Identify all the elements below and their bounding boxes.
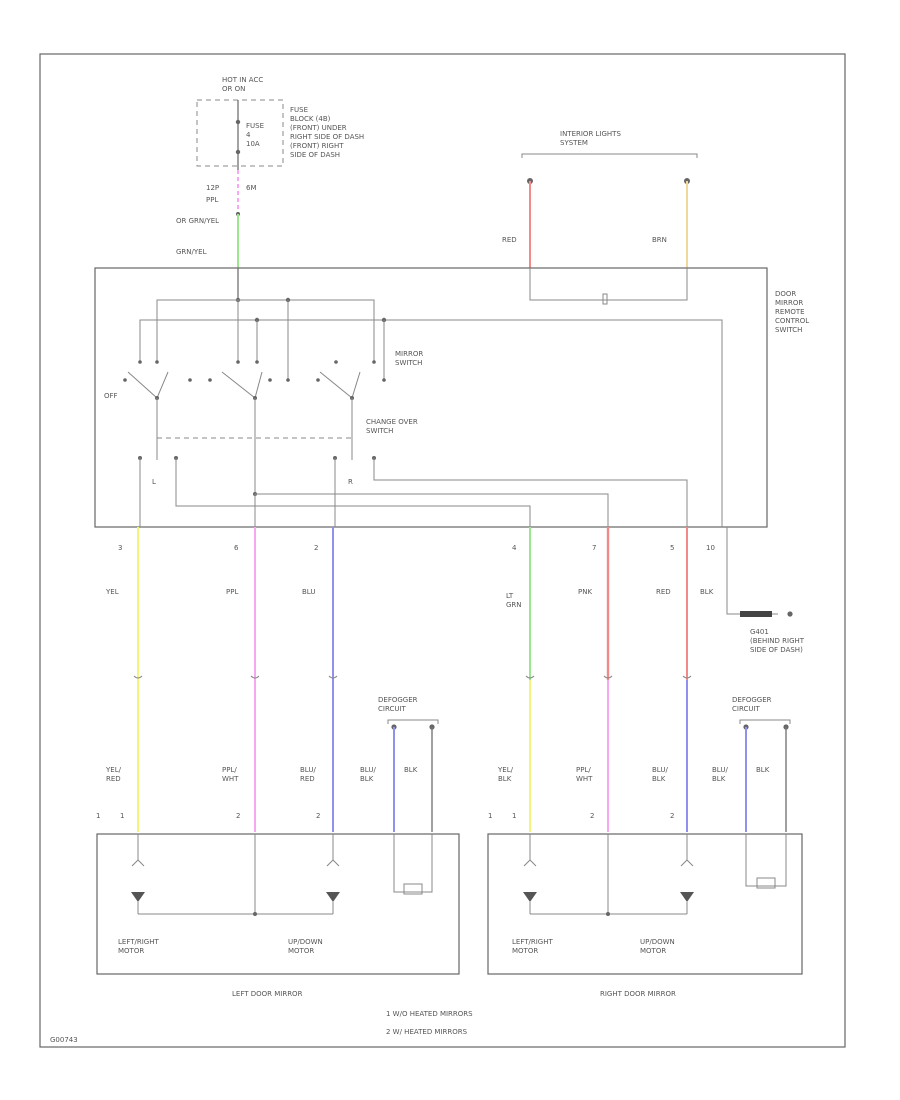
left-door-mirror-label: LEFT DOOR MIRROR bbox=[232, 990, 303, 998]
off-label: OFF bbox=[104, 392, 118, 400]
pin-7: 7 bbox=[592, 544, 596, 552]
wire-yelred-label: YEL/RED bbox=[105, 766, 122, 783]
note-1: 1 W/O HEATED MIRRORS bbox=[386, 1010, 473, 1018]
footer-code: G00743 bbox=[50, 1036, 78, 1044]
wire-ppl-label: PPL bbox=[226, 588, 238, 596]
wire-or-grn-label: OR GRN/YEL bbox=[176, 217, 219, 225]
pin-4: 4 bbox=[512, 544, 517, 552]
left-mirror-internals bbox=[131, 834, 433, 916]
wire-blublk-left-label: BLU/BLK bbox=[360, 766, 376, 783]
left-select-label: L bbox=[152, 478, 156, 486]
wire-pplwht-r-label: PPL/WHT bbox=[576, 766, 593, 783]
mirror-r-pin-2: 2 bbox=[590, 812, 594, 820]
right-mirror-internals bbox=[523, 834, 787, 916]
mirror-r-pin-1b: 1 bbox=[512, 812, 516, 820]
wire-red-top-label: RED bbox=[502, 236, 517, 244]
pin-10: 10 bbox=[706, 544, 715, 552]
right-door-mirror-label: RIGHT DOOR MIRROR bbox=[600, 990, 676, 998]
mirror-pin-2: 2 bbox=[236, 812, 240, 820]
mirror-pin-1b: 1 bbox=[120, 812, 124, 820]
wire-blu-label: BLU bbox=[302, 588, 315, 596]
wire-blublk-r-label: BLU/BLK bbox=[652, 766, 668, 783]
mirror-r-pin-1: 1 bbox=[488, 812, 492, 820]
mirror-pin-1: 1 bbox=[96, 812, 100, 820]
diagram-frame bbox=[39, 53, 846, 1048]
pin-5: 5 bbox=[670, 544, 674, 552]
wire-grnyel-label: GRN/YEL bbox=[176, 248, 207, 256]
wire-blk-label: BLK bbox=[700, 588, 714, 596]
pin-2: 2 bbox=[314, 544, 318, 552]
wire-brn-top-label: BRN bbox=[652, 236, 667, 244]
pin-6: 6 bbox=[234, 544, 239, 552]
change-over-contacts bbox=[138, 456, 376, 460]
wire-6m-label: 6M bbox=[246, 184, 257, 192]
wire-ppl-top-label: PPL bbox=[206, 196, 218, 204]
pin-3: 3 bbox=[118, 544, 122, 552]
note-2: 2 W/ HEATED MIRRORS bbox=[386, 1028, 468, 1036]
wire-yelblk-label: YEL/BLK bbox=[497, 766, 514, 783]
left-door-mirror-box bbox=[96, 833, 460, 975]
mirror-pin-2b: 2 bbox=[316, 812, 320, 820]
mirror-r-pin-2b: 2 bbox=[670, 812, 674, 820]
wire-red-label: RED bbox=[656, 588, 671, 596]
wire-blk-left-label: BLK bbox=[404, 766, 418, 774]
inline-connectors bbox=[133, 675, 692, 679]
wire-yel-label: YEL bbox=[105, 588, 119, 596]
wire-blured-label: BLU/RED bbox=[300, 766, 316, 783]
right-door-mirror-box bbox=[487, 833, 803, 975]
wire-blk-r-label: BLK bbox=[756, 766, 770, 774]
wire-pplwht-label: PPL/WHT bbox=[222, 766, 239, 783]
fuse-block-box bbox=[196, 99, 284, 167]
wire-pnk-label: PNK bbox=[578, 588, 592, 596]
mirror-switch-contacts bbox=[123, 360, 386, 400]
wire-12p-label: 12P bbox=[206, 184, 219, 192]
door-mirror-switch-box bbox=[94, 267, 768, 528]
right-select-label: R bbox=[348, 478, 353, 486]
wire-blublk-r2-label: BLU/BLK bbox=[712, 766, 728, 783]
